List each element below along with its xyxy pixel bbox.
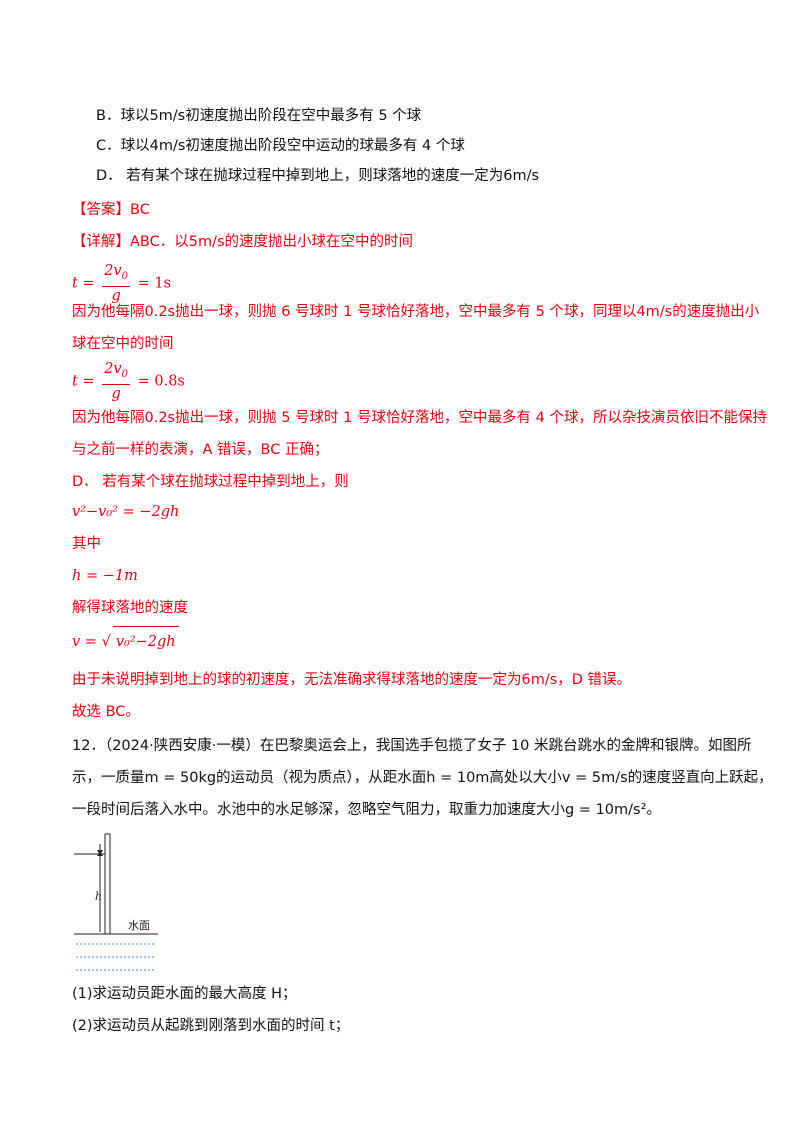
question-12-line-1: 12．（2024·陕西安康·一模）在巴黎奥运会上，我国选手包揽了女子 10 米跳… — [72, 738, 752, 754]
question-12-line-2: 示，一质量m = 50kg的运动员（视为质点），从距水面h = 10m高处以大小… — [72, 770, 773, 786]
diving-diagram: h 水面 — [70, 828, 170, 978]
detail-para-2a: 因为他每隔0.2s抛出一球，则抛 5 号球时 1 号球恰好落地，空中最多有 4 … — [72, 410, 767, 426]
detail-para-1a: 因为他每隔0.2s抛出一球，则抛 6 号球时 1 号球恰好落地，空中最多有 5 … — [72, 304, 760, 320]
option-d: D． 若有某个球在抛球过程中掉到地上，则球落地的速度一定为6m/s — [96, 168, 540, 184]
sub-question-1: (1)求运动员距水面的最大高度 H； — [72, 986, 297, 1002]
question-12-line-3: 一段时间后落入水中。水池中的水足够深，忽略空气阻力，取重力加速度大小g = 10… — [72, 802, 661, 818]
sub-question-2: (2)求运动员从起跳到刚落到水面的时间 t； — [72, 1018, 350, 1034]
equation-1: t = 2v0 g = 1s — [72, 263, 172, 304]
height-label: h — [95, 890, 102, 903]
equation-4: h = −1m — [72, 568, 138, 584]
detail-para-2b: 与之前一样的表演，A 错误，BC 正确； — [72, 442, 329, 458]
detail-para-7: 故选 BC。 — [72, 704, 140, 720]
diving-diagram-svg: h 水面 — [74, 833, 158, 971]
detail-intro: 【详解】ABC．以5m/s的速度抛出小球在空中的时间 — [72, 234, 414, 250]
detail-para-1b: 球在空中的时间 — [72, 336, 174, 352]
detail-para-5: 解得球落地的速度 — [72, 600, 188, 616]
arrow-up-icon — [97, 851, 103, 856]
option-b: B．球以5m/s初速度抛出阶段在空中最多有 5 个球 — [96, 108, 422, 124]
equation-3: v²−v₀² = −2gh — [72, 504, 180, 520]
option-c: C．球以4m/s初速度抛出阶段空中运动的球最多有 4 个球 — [96, 138, 465, 154]
detail-para-4: 其中 — [72, 536, 101, 552]
equation-2: t = 2v0 g = 0.8s — [72, 361, 185, 402]
water-surface-label: 水面 — [128, 919, 150, 932]
answer: 【答案】BC — [72, 202, 150, 218]
detail-para-3: D． 若有某个球在抛球过程中掉到地上，则 — [72, 474, 349, 490]
platform-tower — [104, 833, 111, 935]
equation-5: v = √v₀²−2gh — [72, 626, 179, 657]
detail-para-6: 由于未说明掉到地上的球的初速度，无法准确求得球落地的速度一定为6m/s，D 错误… — [72, 672, 632, 688]
